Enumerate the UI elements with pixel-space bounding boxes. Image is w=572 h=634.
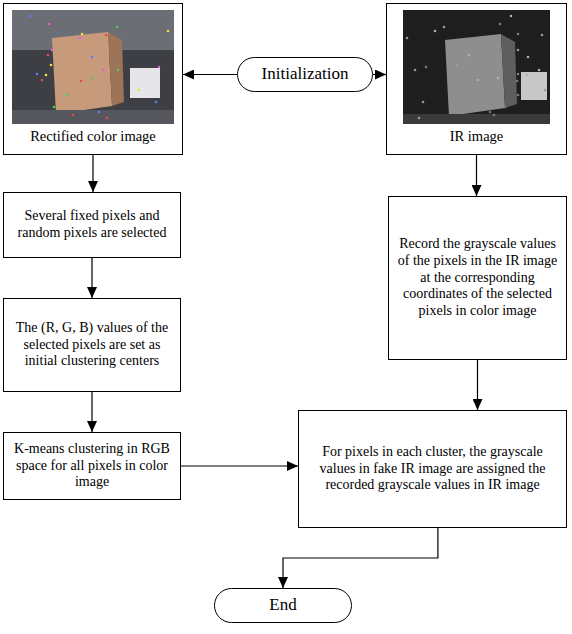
node-text: For pixels in each cluster, the grayscal… [306,444,559,494]
sample-pixel [50,64,53,67]
sample-pixel [36,73,39,76]
sample-pixel [72,114,75,117]
sample-pixel [489,111,492,114]
sample-pixel [544,89,547,92]
sample-pixel [517,49,520,52]
sample-pixel [53,106,56,109]
image-caption: IR image [450,128,504,145]
flow-arrow [476,155,477,196]
flow-arrow [92,155,93,192]
node-text: Several fixed pixels and random pixels a… [11,208,173,242]
process-box: Record the grayscale values of the pixel… [388,196,567,360]
sample-pixel [158,66,161,69]
sample-pixel [527,56,530,59]
node-text: K-means clustering in RGB space for all … [11,441,173,491]
sample-pixel [517,33,520,36]
sample-pixel [477,79,480,82]
sample-pixel [105,34,108,37]
photo-ground [12,10,174,124]
sample-pixel [81,33,84,36]
color-photo [12,10,174,124]
sample-pixel [504,106,507,109]
sample-pixel [66,94,69,97]
terminal-pill: Initialization [237,57,373,92]
sample-pixel [98,111,101,114]
sample-pixel [526,74,529,77]
sample-pixel [106,117,109,120]
sample-pixel [541,34,544,37]
sample-pixel [468,54,471,57]
photo-table [403,114,550,124]
sample-pixel [167,30,170,33]
ir-photo [403,10,550,124]
sample-pixel [516,80,519,83]
sample-pixel [538,69,541,72]
sample-pixel [456,64,459,67]
photo-cube [130,68,160,98]
flow-arrow [91,258,92,298]
sample-pixel [80,80,83,83]
sample-pixel [117,69,120,72]
sample-pixel [425,66,428,69]
photo-box [445,34,505,116]
photo-box-side [501,34,517,108]
sample-pixel [499,23,502,26]
sample-pixel [138,89,141,92]
process-box: Several fixed pixels and random pixels a… [3,192,181,258]
sample-pixel [51,49,54,52]
node-text: Record the grayscale values of the pixel… [396,236,559,320]
flow-arrow [373,74,386,75]
image-panel: Rectified color image [3,3,183,155]
sample-pixel [418,117,421,120]
photo-table [12,110,174,124]
sample-pixel [510,15,513,18]
sample-pixel [443,26,446,29]
process-box: For pixels in each cluster, the grayscal… [298,410,567,528]
image-caption: Rectified color image [30,128,156,145]
sample-pixel [517,94,520,97]
flow-arrow [183,74,237,75]
flow-arrow [477,360,478,410]
sample-pixel [47,54,50,57]
sample-pixel [91,77,94,80]
sample-pixel [155,101,158,104]
photo-box-side [108,32,124,106]
sample-pixel [116,26,119,29]
flow-arrow [283,528,438,588]
sample-pixel [517,73,520,76]
sample-pixel [41,79,44,82]
sample-pixel [422,101,425,104]
sample-pixel [497,77,500,80]
sample-pixel [414,69,417,72]
node-text: End [269,595,296,615]
sample-pixel [45,74,48,77]
photo-ground [403,10,550,124]
flow-arrow [91,392,92,432]
process-box: K-means clustering in RGB space for all … [3,432,181,500]
sample-pixel [406,37,409,40]
photo-cube [521,72,547,100]
sample-pixel [48,23,51,26]
node-text: Initialization [262,64,349,84]
sample-pixel [91,56,94,59]
photo-box [52,32,112,114]
image-panel: IR image [386,3,567,155]
sample-pixel [493,114,496,117]
terminal-pill: End [214,588,352,623]
process-box: The (R, G, B) values of the selected pix… [3,298,181,392]
sample-pixel [102,69,105,72]
node-text: The (R, G, B) values of the selected pix… [11,320,173,370]
sample-pixel [29,15,32,18]
flow-arrow [181,465,298,466]
sample-pixel [79,37,82,40]
sample-pixel [434,30,437,33]
